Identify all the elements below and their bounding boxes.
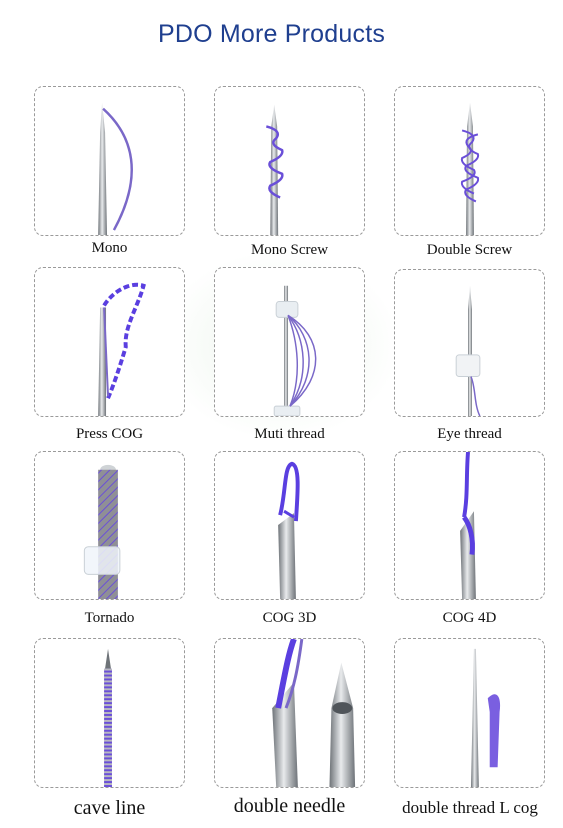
product-card-mono[interactable]	[34, 86, 185, 236]
mono-screw-needle-icon	[266, 104, 284, 235]
product-card-tornado[interactable]	[34, 451, 185, 600]
product-card-press-cog[interactable]	[34, 267, 185, 417]
product-card-cave-line[interactable]	[34, 638, 185, 788]
product-label-press-cog: Press COG	[75, 426, 144, 442]
eye-thread-needle-icon	[455, 285, 481, 416]
page-title: PDO More Products	[157, 20, 386, 48]
product-label-cog-3d: COG 3D	[262, 610, 317, 626]
product-label-eye-thread: Eye thread	[437, 426, 502, 442]
product-card-muti-thread[interactable]	[214, 267, 365, 417]
product-card-mono-screw[interactable]	[214, 86, 365, 236]
tornado-needle-icon	[83, 464, 121, 599]
double-thread-l-cog-icon	[470, 648, 501, 787]
cave-line-needle-icon	[104, 648, 112, 787]
press-cog-needle-icon	[98, 282, 146, 416]
cog-3d-needle-icon	[278, 461, 300, 599]
product-card-eye-thread[interactable]	[394, 269, 545, 417]
double-needle-icon	[272, 639, 356, 787]
product-label-cave-line: cave line	[73, 797, 146, 819]
product-label-double-needle: double needle	[233, 795, 346, 817]
double-screw-needle-icon	[460, 102, 480, 235]
product-label-cog-4d: COG 4D	[442, 610, 497, 626]
product-card-cog-4d[interactable]	[394, 451, 545, 600]
product-label-double-thread-l-cog: double thread L cog	[402, 798, 538, 817]
product-card-double-needle[interactable]	[214, 638, 365, 788]
product-label-tornado: Tornado	[84, 610, 135, 626]
product-label-mono-screw: Mono Screw	[250, 242, 329, 258]
product-label-mono: Mono	[91, 240, 128, 256]
mono-needle-icon	[98, 102, 133, 235]
product-card-cog-3d[interactable]	[214, 451, 365, 600]
product-card-double-thread-l-cog[interactable]	[394, 638, 545, 788]
product-card-double-screw[interactable]	[394, 86, 545, 236]
multi-thread-needle-icon	[273, 285, 317, 416]
cog-4d-needle-icon	[460, 452, 476, 599]
product-label-double-screw: Double Screw	[426, 242, 513, 258]
product-label-muti-thread: Muti thread	[254, 426, 325, 442]
